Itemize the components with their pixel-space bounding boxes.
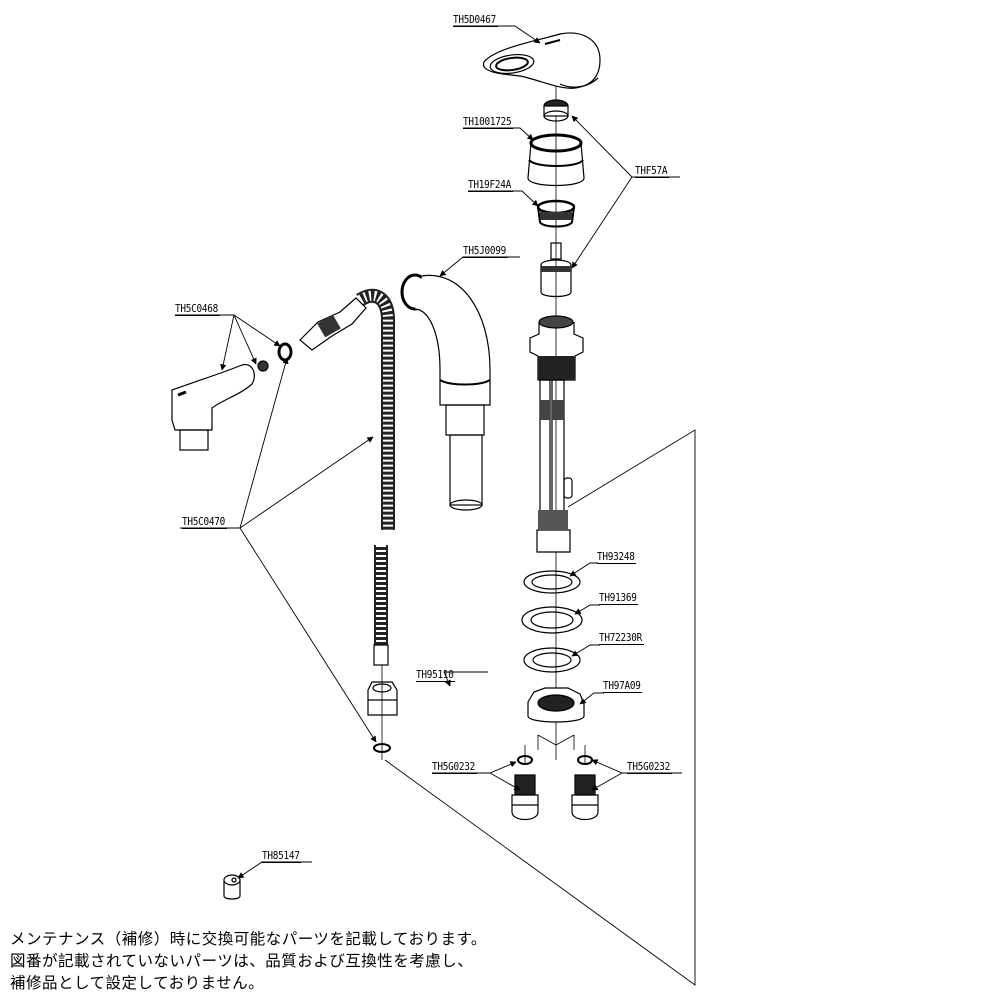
label-th1001725: TH1001725: [463, 115, 514, 129]
supply-adapter-right-part: [571, 755, 599, 821]
leader-lines: [175, 25, 696, 986]
hose-part: [299, 288, 395, 666]
weight-part: [223, 874, 241, 900]
label-thf57a: THF57A: [635, 164, 669, 178]
label-th93248: TH93248: [597, 550, 637, 564]
cartridge-part: [540, 242, 572, 298]
label-th5j0099: TH5J0099: [463, 244, 508, 258]
cap-nut-part: [536, 199, 576, 228]
label-th5c0470: TH5C0470: [182, 515, 227, 529]
label-th72230r: TH72230R: [599, 631, 644, 645]
fixing-nut-part: [527, 687, 585, 723]
washer-th93248-part: [523, 570, 581, 594]
lever-handle-part: [482, 32, 601, 89]
washer-th72230r-part: [523, 647, 581, 673]
cover-part: [527, 133, 585, 187]
note-line-1: メンテナンス（補修）時に交換可能なパーツを記載しております。: [10, 930, 487, 948]
label-th95110: TH95110: [416, 668, 456, 682]
label-th85147: TH85147: [262, 849, 302, 863]
shower-head-part: [171, 342, 293, 451]
label-th5g0232-left: TH5G0232: [432, 760, 477, 774]
union-nut-part: [367, 681, 398, 716]
spout-part: [400, 273, 491, 511]
label-th97a09: TH97A09: [603, 679, 643, 693]
valve-body-part: [529, 315, 584, 553]
label-th5g0232-right: TH5G0232: [627, 760, 672, 774]
maintenance-note: メンテナンス（補修）時に交換可能なパーツを記載しております。 図番が記載されてい…: [10, 928, 487, 994]
handle-adapter-part: [543, 99, 569, 122]
note-line-2: 図番が記載されていないパーツは、品質および互換性を考慮し、: [10, 952, 474, 970]
label-th5c0468: TH5C0468: [175, 302, 220, 316]
supply-split-guide: [524, 734, 586, 765]
label-th5d0467: TH5D0467: [453, 13, 498, 27]
label-th91369: TH91369: [599, 591, 639, 605]
label-th19f24a: TH19F24A: [468, 178, 513, 192]
note-line-3: 補修品として設定しておりません。: [10, 974, 265, 992]
washer-th91369-part: [521, 606, 583, 634]
